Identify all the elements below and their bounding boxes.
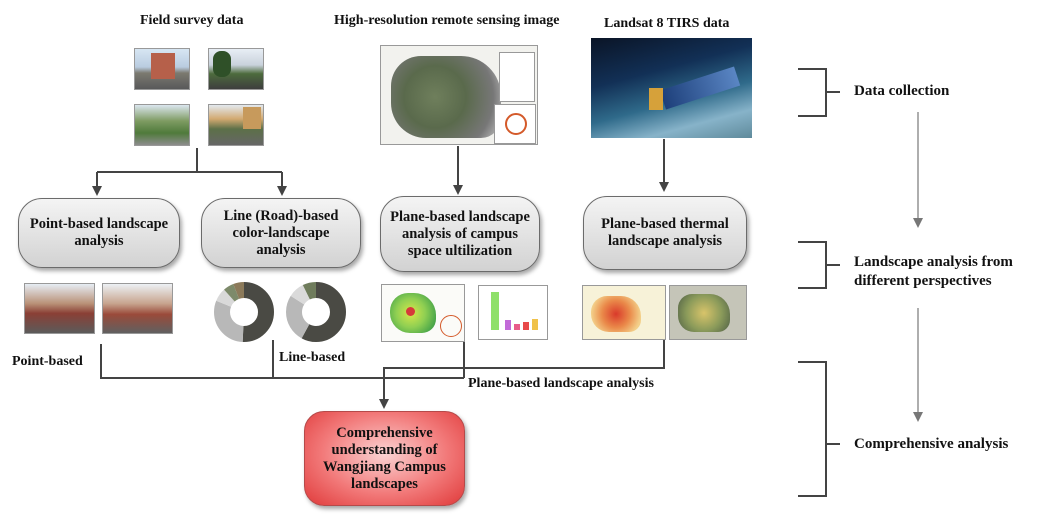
plane-thermal-analysis-box: Plane-based thermal landscape analysis	[583, 196, 747, 270]
label-line-based: Line-based	[279, 350, 346, 365]
utilization-bar-thumbnail	[478, 285, 548, 340]
bracket-comprehensive	[798, 361, 827, 497]
field-photo-4	[208, 104, 264, 146]
line-based-analysis-box: Line (Road)-based color-landscape analys…	[201, 198, 361, 268]
point-merge-line	[100, 344, 464, 379]
plane-utilization-analysis-box: Plane-based landscape analysis of campus…	[380, 196, 540, 272]
point-photo-2	[102, 283, 173, 334]
header-remote-sensing: High-resolution remote sensing image	[334, 13, 560, 28]
label-plane-based: Plane-based landscape analysis	[468, 376, 654, 391]
arrow-to-comprehensive	[379, 340, 665, 409]
color-donut-chart-1	[214, 282, 274, 342]
field-photo-2	[208, 48, 264, 90]
point-based-analysis-box: Point-based landscape analysis	[18, 198, 180, 268]
stage-comprehensive-analysis: Comprehensive analysis	[854, 436, 1009, 452]
color-donut-chart-2	[286, 282, 346, 342]
stage-landscape-analysis: Landscape analysis from different perspe…	[854, 254, 1013, 289]
stage-data-collection: Data collection	[854, 83, 950, 99]
remote-sensing-map	[380, 45, 538, 145]
field-photo-3	[134, 104, 190, 146]
landsat-satellite-image	[591, 38, 752, 138]
label-point-based: Point-based	[12, 354, 83, 369]
header-field-survey: Field survey data	[140, 13, 244, 28]
field-photo-1	[134, 48, 190, 90]
bracket-analysis	[798, 241, 827, 289]
bracket-collection	[798, 68, 827, 117]
utilization-map	[381, 284, 465, 342]
thermal-map-1	[582, 285, 666, 340]
comprehensive-understanding-box: Comprehensive understanding of Wangjiang…	[304, 411, 465, 506]
header-landsat: Landsat 8 TIRS data	[604, 16, 730, 31]
thermal-map-2	[669, 285, 747, 340]
point-photo-1	[24, 283, 95, 334]
